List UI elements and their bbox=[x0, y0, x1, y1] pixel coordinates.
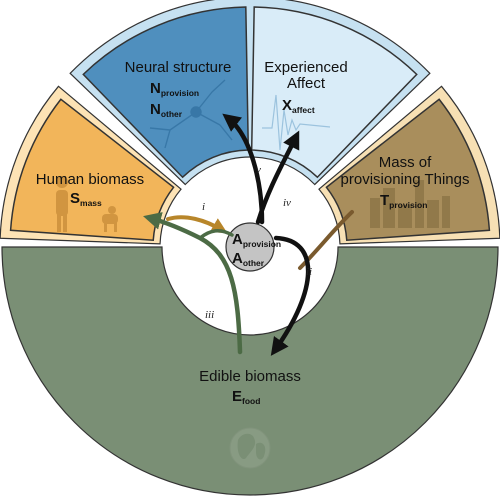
flow-label-iv: iv bbox=[283, 197, 291, 209]
things-symbol: Tprovision bbox=[380, 192, 427, 210]
neural-symbol-provision: Nprovision bbox=[150, 80, 199, 98]
food-title: Edible biomass bbox=[199, 368, 301, 385]
neural-symbol-other: Nother bbox=[150, 101, 183, 119]
things-title-line2: provisioning Things bbox=[341, 171, 470, 188]
globe-icon bbox=[229, 427, 271, 469]
neural-title: Neural structure bbox=[125, 59, 232, 76]
people-icon bbox=[56, 176, 118, 232]
flow-label-i: i bbox=[202, 201, 205, 213]
arrow-iii bbox=[143, 212, 243, 355]
things-title-line1: Mass of bbox=[379, 154, 432, 171]
neural-sector-inner bbox=[82, 6, 250, 179]
arrow-iv bbox=[255, 130, 300, 225]
affect-title-line1: Experienced bbox=[264, 59, 347, 76]
affect-title-line2: Affect bbox=[287, 75, 326, 92]
city-icon bbox=[370, 180, 450, 228]
arrow-i bbox=[166, 215, 228, 234]
sector-human bbox=[0, 85, 182, 245]
food-symbol: Efood bbox=[232, 388, 260, 406]
flow-label-v: v bbox=[256, 164, 261, 176]
food-sector-shape bbox=[1, 246, 499, 496]
center-symbol-provision: Aprovision bbox=[232, 231, 281, 249]
arrow-iii-branch bbox=[198, 229, 234, 240]
center-symbol-other: Aother bbox=[232, 250, 265, 268]
flow-arrows bbox=[143, 113, 354, 356]
neuron-icon bbox=[149, 79, 233, 149]
sector-food bbox=[1, 246, 499, 496]
human-title: Human biomass bbox=[36, 171, 144, 188]
flow-label-ii: ii bbox=[306, 266, 312, 278]
human-symbol: Smass bbox=[70, 190, 102, 208]
center-node bbox=[225, 222, 275, 272]
arrow-things-to-center bbox=[298, 210, 354, 270]
arrow-ii bbox=[270, 235, 311, 356]
waveform-icon bbox=[262, 94, 331, 151]
affect-symbol: Xaffect bbox=[282, 97, 315, 115]
flow-label-iii: iii bbox=[205, 309, 214, 321]
